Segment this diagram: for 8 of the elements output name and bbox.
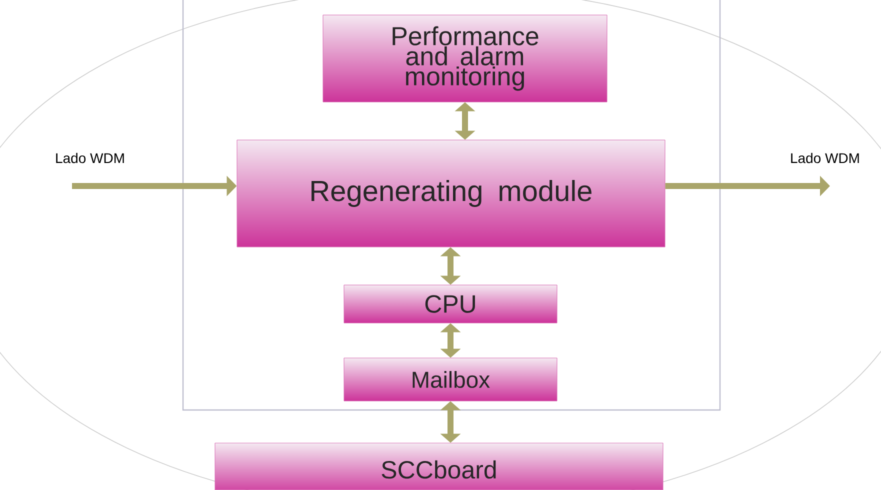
side-label: Lado WDM	[791, 152, 859, 164]
process-box: SCCboard	[214, 442, 664, 490]
process-box: Mailbox	[344, 358, 558, 402]
process-box: Regenerating module	[236, 140, 666, 248]
group-frame	[182, 0, 721, 411]
process-box: Performance and alarm monitoring	[322, 14, 608, 102]
side-label: Lado WDM	[56, 152, 124, 164]
process-box: CPU	[344, 284, 558, 324]
